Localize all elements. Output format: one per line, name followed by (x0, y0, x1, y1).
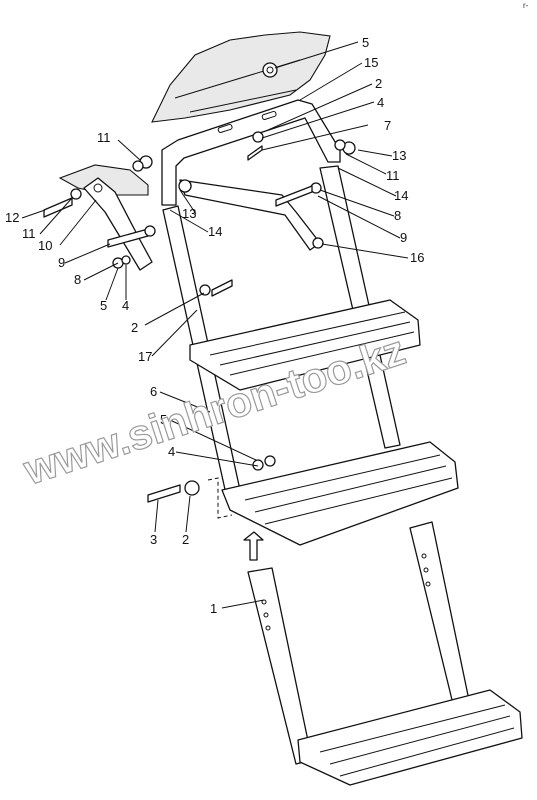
upper-u-bracket (161, 99, 341, 206)
callout-labels: 5 15 2 4 7 13 11 14 8 9 16 11 12 11 13 1… (5, 35, 424, 616)
callout-5-low: 5 (160, 412, 167, 427)
callout-13-left: 13 (182, 206, 196, 221)
callout-4-top: 4 (377, 95, 384, 110)
callout-10: 10 (38, 238, 52, 253)
callout-6: 6 (150, 384, 157, 399)
callout-1: 1 (210, 601, 217, 616)
callout-2-mid: 2 (131, 320, 138, 335)
callout-9-left: 9 (58, 255, 65, 270)
left-mount-bracket (83, 177, 153, 271)
left-body-bracket (58, 164, 149, 196)
callout-2-top: 2 (375, 76, 382, 91)
callout-14-left: 14 (208, 224, 222, 239)
callout-17: 17 (138, 349, 152, 364)
corner-mark: r- (523, 1, 529, 10)
callout-15: 15 (364, 55, 378, 70)
callout-3: 3 (150, 532, 157, 547)
callout-4-low: 4 (168, 444, 175, 459)
fasteners-upper (43, 131, 356, 297)
insertion-outline (207, 477, 264, 561)
callout-12: 12 (5, 210, 19, 225)
lower-ladder (247, 521, 523, 786)
callout-5-top: 5 (362, 35, 369, 50)
callout-5-left: 5 (100, 298, 107, 313)
callout-7: 7 (384, 118, 391, 133)
callout-11-right: 11 (386, 168, 400, 183)
callout-9-right: 9 (400, 230, 407, 245)
callout-8-right: 8 (394, 208, 401, 223)
callout-2-low: 2 (182, 532, 189, 547)
callout-8-left: 8 (74, 272, 81, 287)
callout-11-left-top: 11 (97, 130, 111, 145)
lower-fasteners (147, 455, 276, 503)
main-ladder (162, 165, 459, 546)
callout-4-left: 4 (122, 298, 129, 313)
callout-16: 16 (410, 250, 424, 265)
callout-13-right: 13 (392, 148, 406, 163)
callout-14-right: 14 (394, 188, 408, 203)
callout-11-left: 11 (22, 226, 36, 241)
leader-lines (21, 41, 409, 609)
